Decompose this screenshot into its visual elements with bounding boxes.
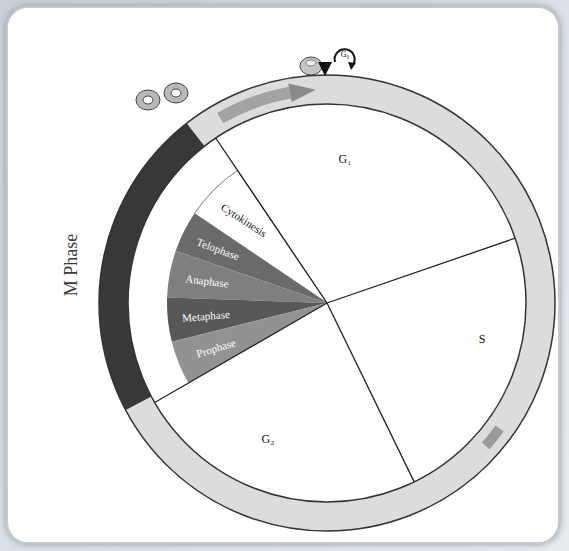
g0-loop-head [348, 62, 356, 70]
cell [164, 83, 188, 103]
prophase-wedge [172, 303, 327, 383]
cycle-arrow-head [288, 83, 316, 102]
phase-boundary [216, 138, 327, 303]
phase-label: S [479, 333, 486, 346]
phase-boundary [155, 303, 327, 403]
cell [136, 90, 160, 110]
nucleus [171, 89, 181, 97]
ring-mark [486, 429, 500, 446]
phase-boundary [327, 303, 414, 482]
phase-boundary [327, 238, 515, 303]
cell [300, 57, 322, 75]
g0-arrow-head [318, 62, 332, 76]
ring-inner-outline [128, 104, 526, 502]
phase-title: M Phase [62, 234, 82, 297]
phase-label: G₁ [339, 153, 352, 166]
phase-label: G₂ [262, 433, 275, 446]
phase-label: G₀ [341, 51, 350, 60]
nucleus [143, 96, 153, 104]
ring-outline [99, 75, 555, 531]
nucleus [306, 60, 316, 66]
cycle-ring [114, 90, 541, 517]
anaphase-wedge [167, 251, 327, 303]
